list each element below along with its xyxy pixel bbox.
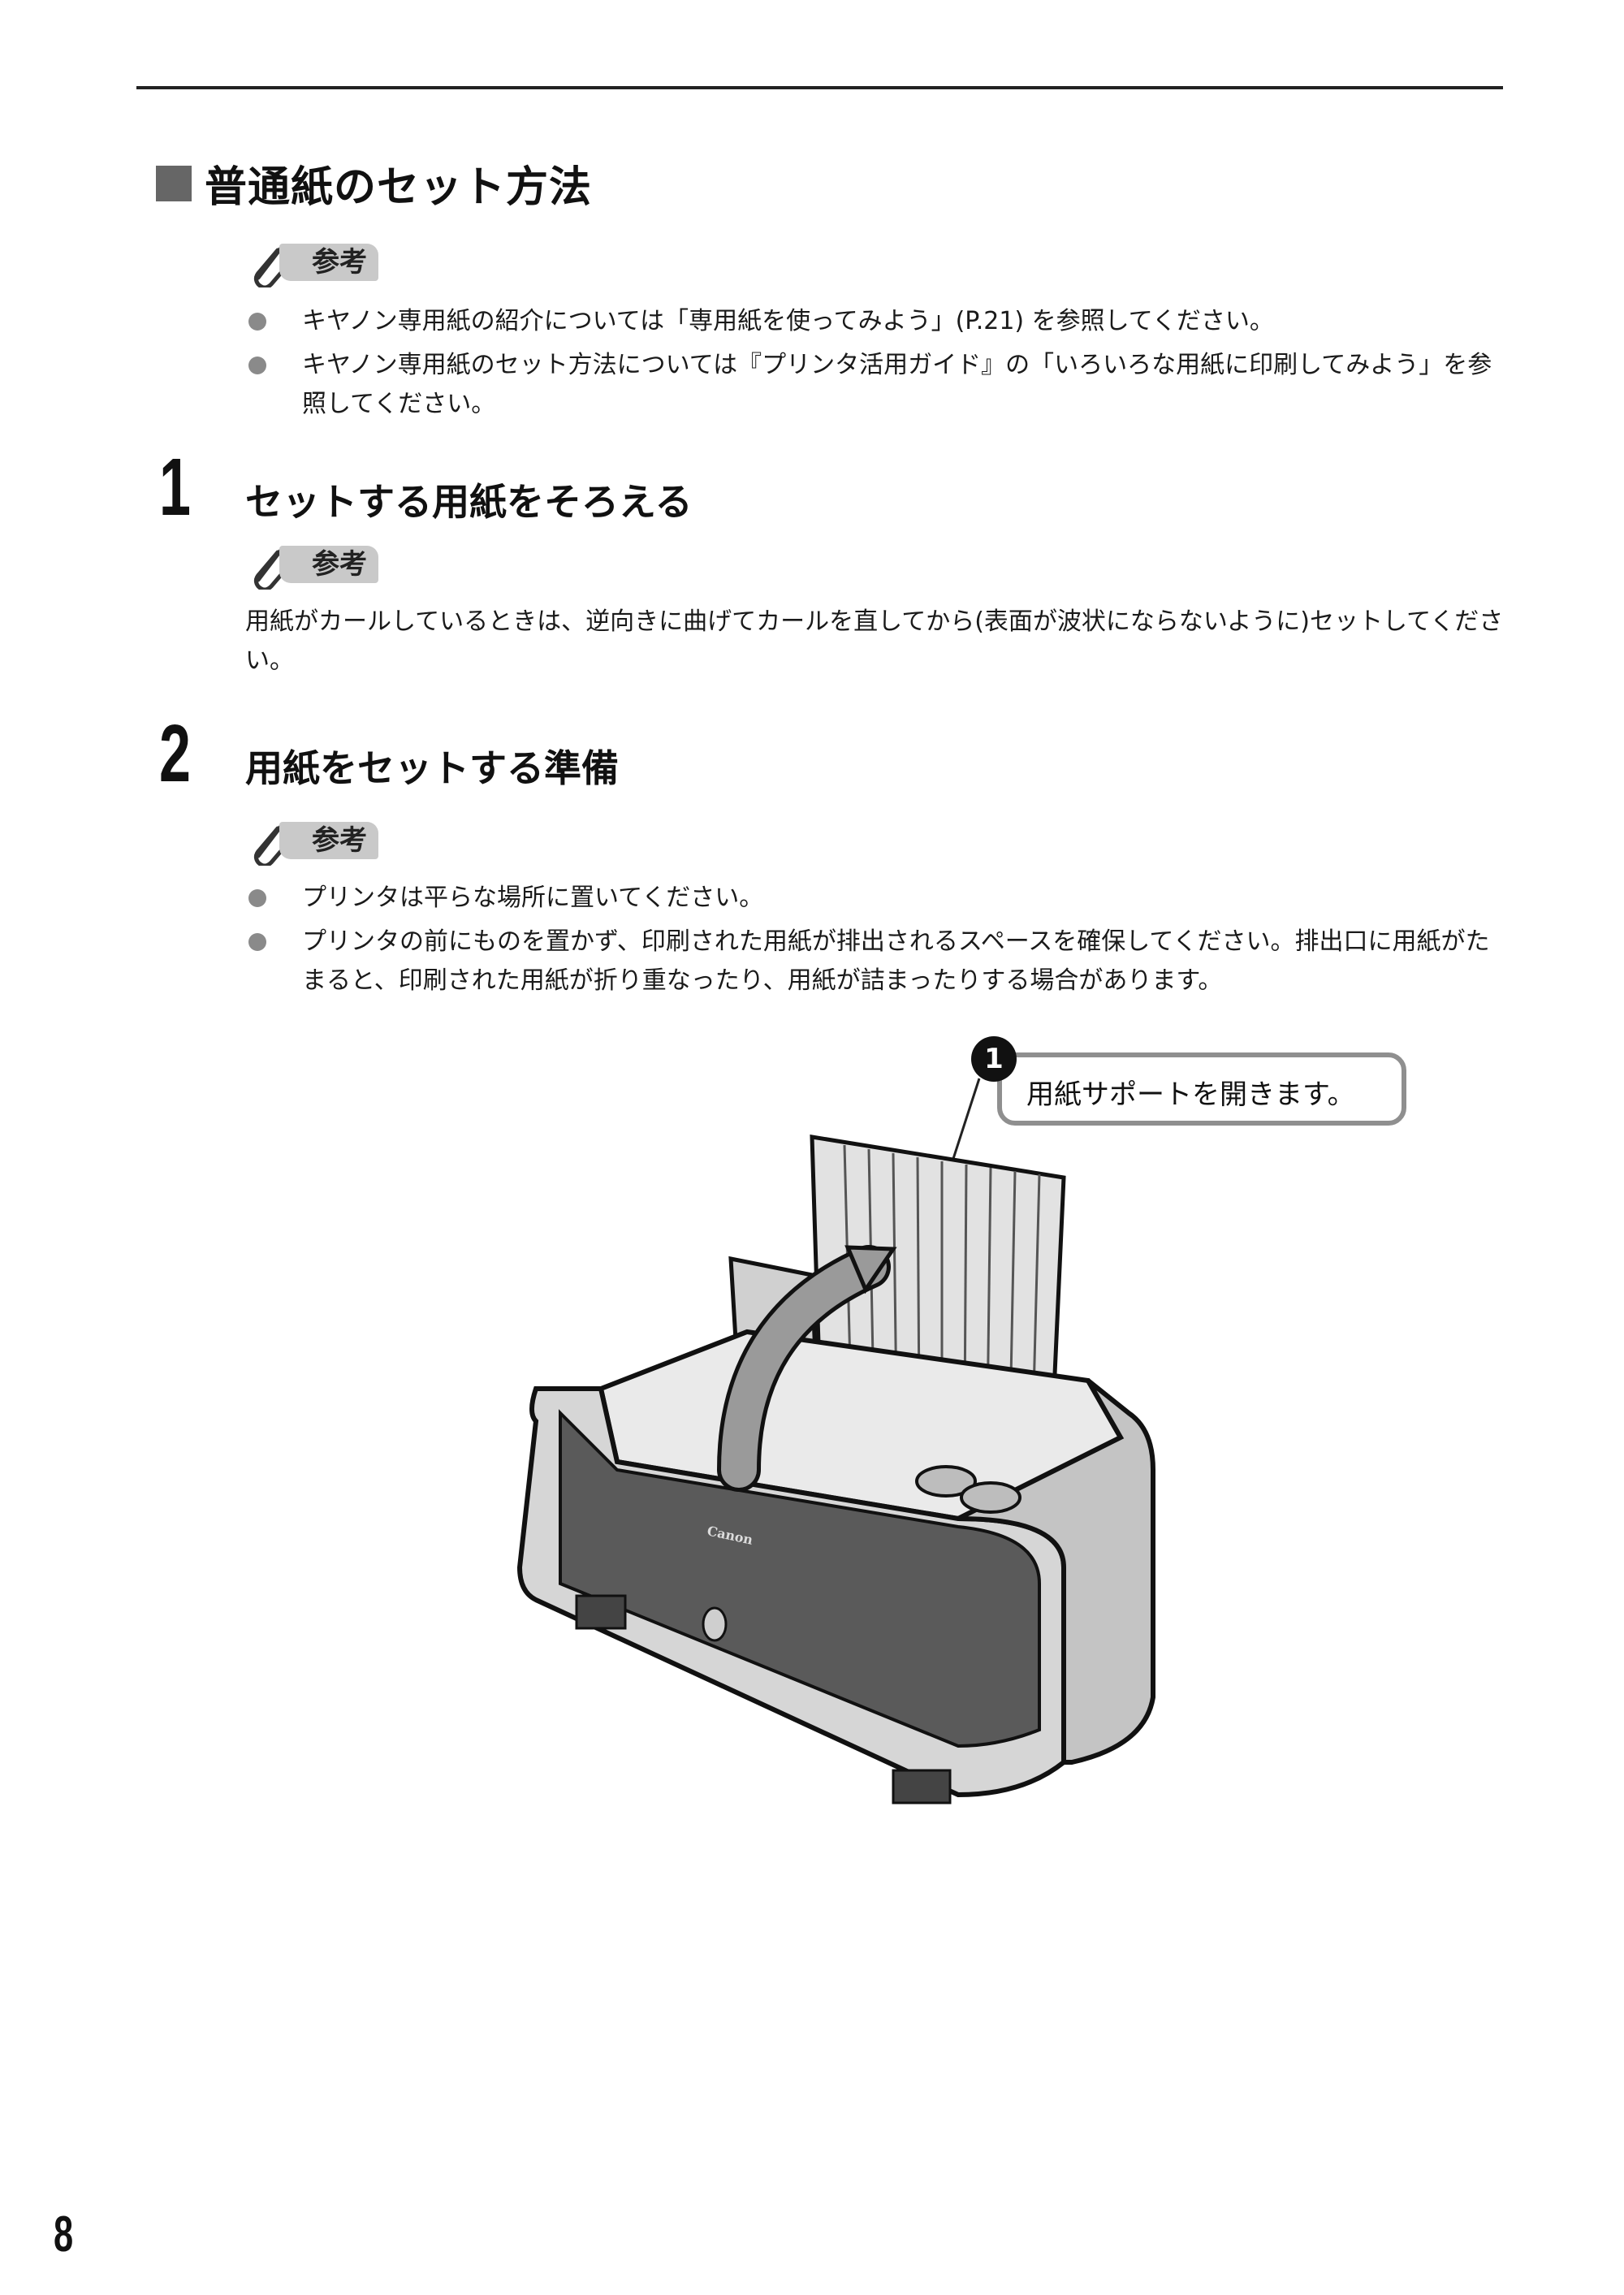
step-number: 2: [159, 708, 191, 799]
heading-square-icon: [156, 165, 192, 201]
bullet-icon: [248, 313, 266, 331]
intro-note-list: キヤノン専用紙の紹介については「専用紙を使ってみよう」(P.21) を参照してく…: [248, 302, 1503, 429]
list-item: キヤノン専用紙の紹介については「専用紙を使ってみよう」(P.21) を参照してく…: [248, 302, 1503, 341]
callout-text: 用紙サポートを開きます。: [1026, 1078, 1355, 1111]
step-note: 用紙がカールしているときは、逆向きに曲げてカールを直してから(表面が波状にならな…: [245, 607, 1504, 675]
page-number: 8: [54, 2206, 74, 2263]
callout-number: 1: [971, 1036, 1017, 1082]
callout-box: 用紙サポートを開きます。: [997, 1052, 1406, 1126]
step-note-list: プリンタは平らな場所に置いてください。 プリンタの前にものを置かず、印刷された用…: [248, 879, 1503, 1005]
bullet-icon: [248, 933, 266, 951]
section-title: 普通紙のセット方法: [205, 163, 593, 212]
printer-illustration: Canon: [516, 1078, 1155, 1804]
note-badge: 参考: [242, 815, 378, 866]
note-badge: 参考: [242, 237, 378, 287]
list-item: プリンタの前にものを置かず、印刷された用紙が排出されるスペースを確保してください…: [248, 923, 1503, 1001]
bullet-icon: [248, 889, 266, 907]
bullet-icon: [248, 357, 266, 374]
section-heading: 普通紙のセット方法: [156, 153, 592, 214]
step-title: 用紙をセットする準備: [245, 746, 619, 790]
step-number: 1: [159, 442, 191, 533]
top-rule: [136, 86, 1503, 89]
note-label: 参考: [279, 244, 378, 281]
note-label: 参考: [279, 546, 378, 583]
step-title: セットする用紙をそろえる: [245, 480, 693, 524]
list-item: キヤノン専用紙のセット方法については『プリンタ活用ガイド』の「いろいろな用紙に印…: [248, 346, 1503, 424]
note-label: 参考: [279, 822, 378, 859]
list-item: プリンタは平らな場所に置いてください。: [248, 879, 1503, 918]
note-badge: 参考: [242, 539, 378, 590]
